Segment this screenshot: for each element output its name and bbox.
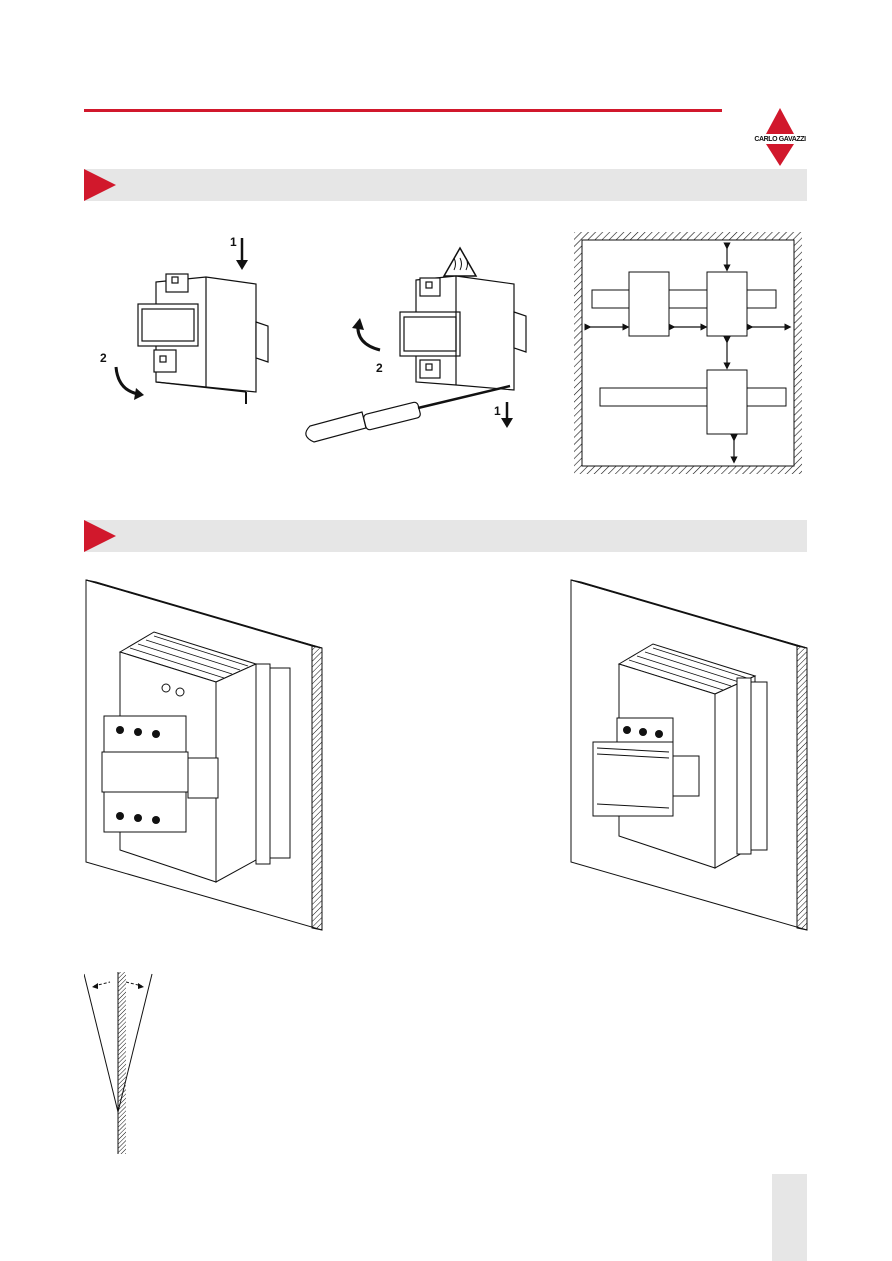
panel-mount-figure-2 bbox=[569, 578, 809, 934]
svg-text:2: 2 bbox=[376, 361, 383, 375]
din-removal-figure: 2 1 bbox=[296, 240, 536, 450]
logo-text: CARLO GAVAZZI bbox=[754, 136, 806, 143]
red-triangle-marker-icon bbox=[84, 520, 116, 552]
mounting-clearance-diagram bbox=[574, 232, 802, 474]
din-mount-figure: 1 2 bbox=[96, 232, 276, 412]
section-band-1 bbox=[84, 169, 807, 201]
svg-text:2: 2 bbox=[100, 351, 107, 365]
tilt-angle-figure bbox=[83, 970, 164, 1158]
svg-text:1: 1 bbox=[494, 404, 501, 418]
section-band-2 bbox=[84, 520, 807, 552]
carlo-gavazzi-logo: CARLO GAVAZZI bbox=[752, 108, 808, 168]
red-triangle-marker-icon bbox=[84, 169, 116, 201]
header-rule bbox=[84, 109, 722, 112]
panel-mount-figure-1 bbox=[84, 578, 324, 934]
svg-text:1: 1 bbox=[230, 235, 237, 249]
screwdriver-icon bbox=[305, 384, 511, 443]
page-number-box bbox=[772, 1174, 807, 1261]
